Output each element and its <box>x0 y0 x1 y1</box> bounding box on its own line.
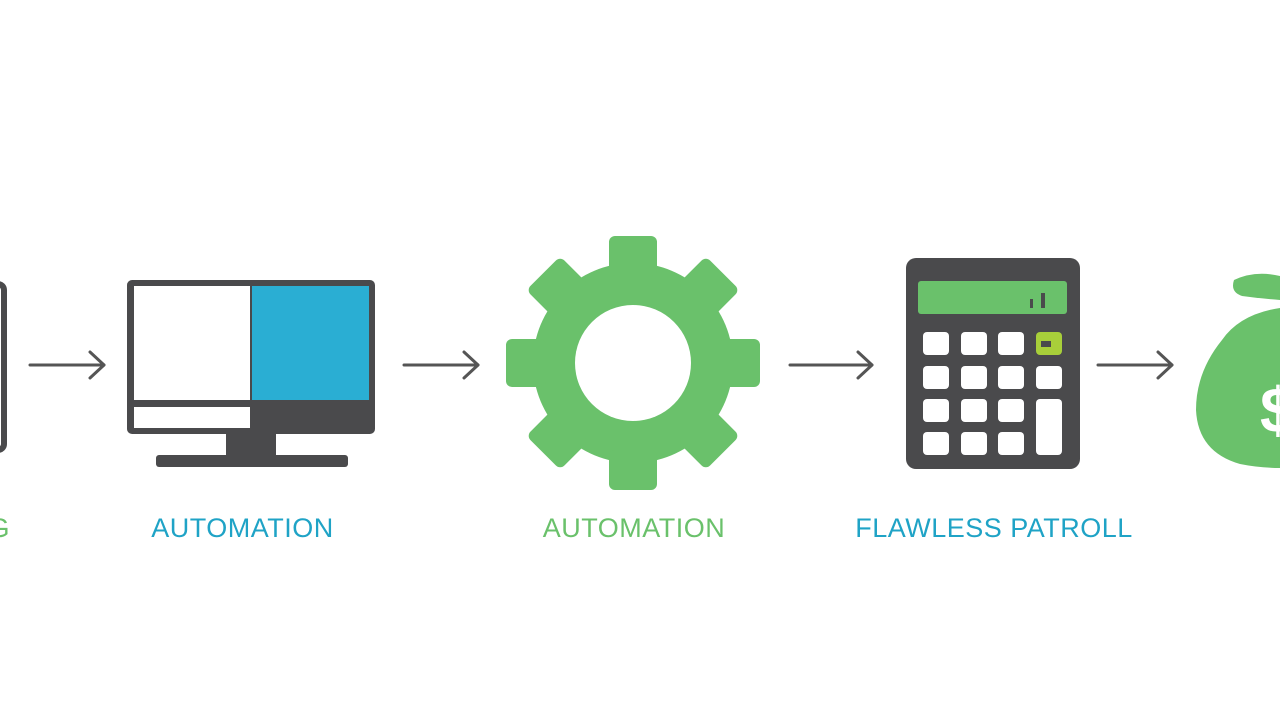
step-2-label: AUTOMATION <box>151 513 334 543</box>
monitor-icon <box>0 281 7 453</box>
arrow-right-icon <box>402 350 480 380</box>
step-3-label: AUTOMATION <box>542 513 726 543</box>
arrow-right-icon <box>788 350 874 380</box>
gear-icon <box>506 236 760 490</box>
arrow-right-icon <box>28 350 106 380</box>
arrow-right-icon <box>1096 350 1174 380</box>
dollar-sign: $ <box>1260 374 1280 446</box>
step-1-label: G <box>0 508 10 548</box>
computer-monitor-icon <box>127 280 375 467</box>
calculator-icon <box>906 258 1080 469</box>
step-4-label: FLAWLESS PATROLL <box>855 513 1133 543</box>
money-bag-icon: $ <box>1196 273 1280 468</box>
